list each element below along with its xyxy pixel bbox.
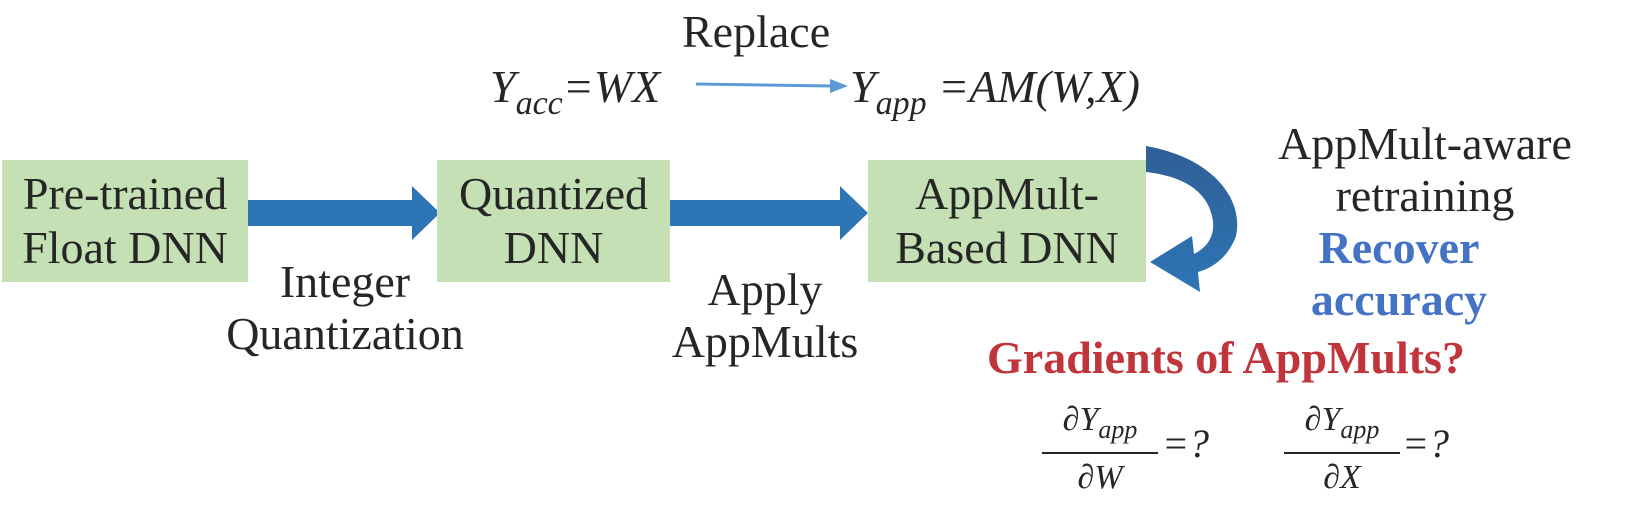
box-label-line2: Based DNN [895, 222, 1119, 273]
box-label-line2: Float DNN [22, 222, 228, 273]
label-line1: Apply [707, 264, 823, 315]
fraction-denominator: ∂W [1077, 458, 1123, 496]
gradient-wrt-w-equals: =? [1162, 421, 1209, 466]
label-line2: accuracy [1310, 274, 1488, 325]
label-line1: Integer [279, 256, 411, 307]
approximate-output-subscript: app [875, 85, 927, 122]
integer-quantization-label: Integer Quantization [200, 256, 490, 360]
pretrained-float-dnn-box: Pre-trained Float DNN [2, 160, 248, 282]
label-line2: retraining [1335, 170, 1515, 221]
box-label-line1: AppMult- [914, 168, 1099, 219]
retraining-label: AppMult-aware retraining [1224, 118, 1626, 222]
fraction-bar [1042, 451, 1158, 454]
quantization-arrow [246, 186, 440, 240]
gradients-question: Gradients of AppMults? [987, 332, 1465, 383]
fraction-numerator: ∂Yapp [1304, 401, 1380, 444]
label-line1: Recover [1318, 222, 1480, 273]
accurate-output-subscript: acc [515, 85, 563, 122]
replace-arrow [695, 79, 848, 93]
apply-appmults-arrow [670, 186, 868, 240]
appmult-based-dnn-box: AppMult- Based DNN [868, 160, 1146, 282]
accurate-equation-rhs: =WX [562, 61, 661, 112]
replace-label: Replace [682, 6, 831, 57]
retraining-loop-arrow [1146, 146, 1238, 292]
recover-accuracy-label: Recover accuracy [1264, 222, 1534, 326]
apply-appmults-label: Apply AppMults [630, 264, 900, 368]
label-line2: Quantization [226, 308, 464, 359]
box-label-line1: Pre-trained [22, 168, 228, 219]
approximate-equation: Yapp =AM(W,X) [850, 60, 1140, 123]
accurate-equation: Yacc=WX [490, 60, 660, 123]
quantized-dnn-box: Quantized DNN [437, 160, 670, 282]
label-line1: AppMult-aware [1278, 118, 1572, 169]
approximate-equation-rhs: =AM(W,X) [926, 61, 1140, 112]
fraction-numerator: ∂Yapp [1062, 401, 1138, 444]
box-label-line1: Quantized [458, 168, 649, 219]
gradient-wrt-w-fraction: ∂Yapp ∂W [1042, 400, 1158, 498]
gradient-wrt-x-fraction: ∂Yapp ∂X [1284, 400, 1400, 498]
accurate-output-var: Y [490, 61, 516, 112]
approximate-output-var: Y [850, 61, 876, 112]
fraction-bar [1284, 451, 1400, 454]
label-line2: AppMults [671, 316, 859, 367]
gradient-wrt-x-equals: =? [1402, 421, 1449, 466]
fraction-denominator: ∂X [1323, 458, 1361, 496]
box-label-line2: DNN [503, 222, 604, 273]
